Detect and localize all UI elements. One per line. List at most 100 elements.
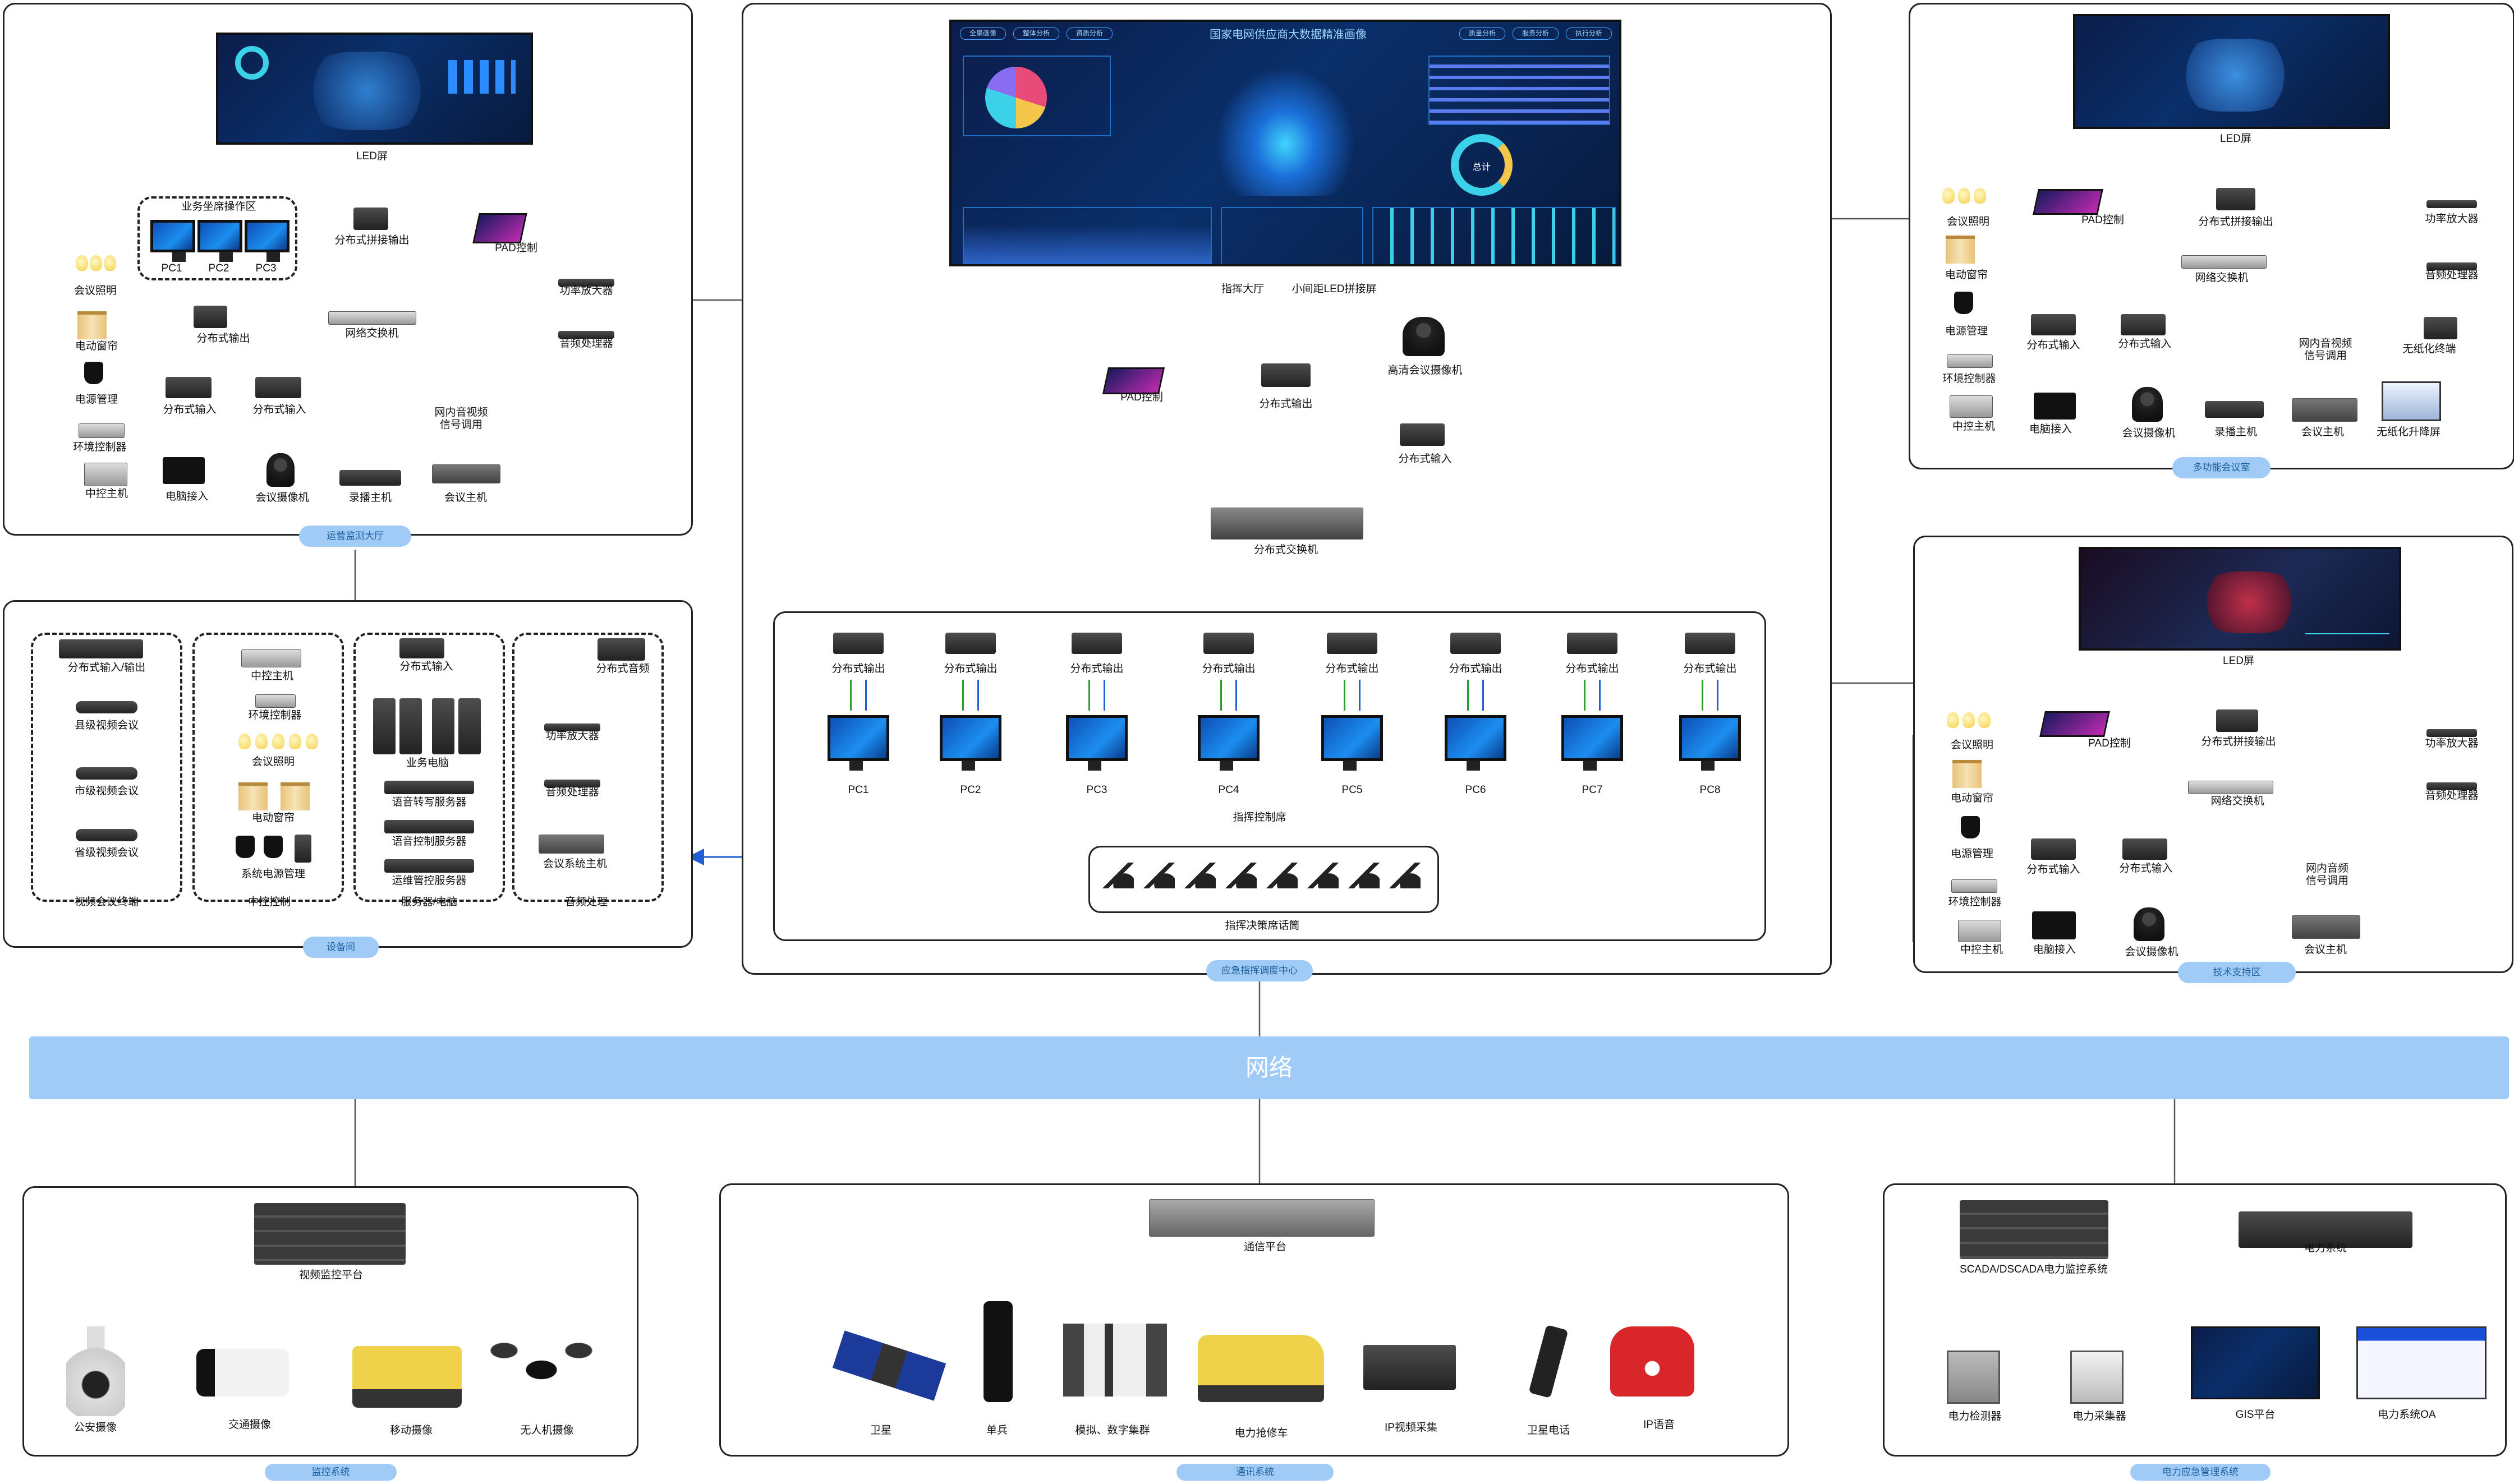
multi-meeting-host-label: 会议主机 (2301, 426, 2345, 438)
seat-arrow-icon (1702, 680, 1718, 711)
microphone-icon (1266, 863, 1298, 888)
power-system-tag: 电力应急管理系统 (2130, 1464, 2271, 1481)
tech-plug-icon (1961, 816, 1980, 838)
curtain-label: 电动窗帘 (75, 340, 118, 352)
light-icon-2 (90, 255, 102, 271)
seat-pc-monitor[interactable] (1561, 715, 1623, 771)
command-seats-label: 指挥控制席 (1233, 812, 1286, 823)
multi-pad-icon[interactable] (2033, 189, 2103, 215)
laptop-label: 电脑接入 (165, 491, 209, 503)
multi-paperless-device (2424, 317, 2457, 339)
biz-pc-label: 业务电脑 (406, 757, 449, 769)
tech-curtain-icon (1952, 760, 1982, 788)
tech-audio-device (2426, 782, 2477, 790)
decision-mics-box (1088, 846, 1439, 913)
pc2-label: PC2 (208, 262, 229, 274)
seat-pc-monitor[interactable] (940, 715, 1001, 771)
power-detector-label: 电力检测器 (1948, 1411, 2002, 1422)
equip-central-label: 中控主机 (250, 670, 294, 682)
multi-camera-label: 会议摄像机 (2122, 427, 2176, 439)
equip-audio-device (544, 780, 600, 787)
camera-icon (266, 453, 295, 487)
seat-pc-monitor[interactable] (828, 715, 889, 771)
voice-srv-label: 语音转写服务器 (392, 796, 467, 808)
multi-env-device (1947, 354, 1993, 368)
tech-light-icon-3 (1978, 712, 1991, 728)
equip-group-1-title: 视频会议终端 (74, 896, 139, 908)
city-label: 市级视频会议 (74, 785, 139, 797)
tab-right-2[interactable]: 服务分析 (1513, 27, 1559, 40)
seat-dist-out-device (1327, 633, 1377, 654)
seat-pc-monitor[interactable] (1321, 715, 1383, 771)
tab-left-2[interactable]: 整体分析 (1013, 27, 1059, 40)
multi-amp-label: 功率放大器 (2425, 213, 2479, 225)
seat-pc-label: PC2 (960, 784, 981, 796)
trunking-label: 模拟、数字集群 (1075, 1425, 1150, 1436)
center-pad-label: PAD控制 (1120, 391, 1163, 403)
tab-right-3[interactable]: 执行分析 (1566, 27, 1612, 40)
equip-dist-audio-device (598, 638, 645, 661)
tab-right-1[interactable]: 质量分析 (1459, 27, 1505, 40)
tech-laptop-label: 电脑接入 (2033, 944, 2076, 956)
multi-curtain-icon (1946, 236, 1975, 264)
ops-srv-label: 运维管控服务器 (392, 875, 467, 887)
seat-arrow-icon (850, 680, 867, 711)
province-terminal (76, 829, 137, 841)
equip-group-4-title: 音频处理 (564, 896, 608, 908)
police-cam-icon (66, 1326, 125, 1416)
tech-curtain-label: 电动窗帘 (1950, 792, 1994, 804)
equip-group-4 (512, 633, 664, 902)
tab-left-3[interactable]: 资质分析 (1067, 27, 1113, 40)
multi-curtain-label: 电动窗帘 (1945, 269, 1988, 281)
biz-pc-1 (373, 698, 396, 754)
tab-left-1[interactable]: 全景画像 (960, 27, 1006, 40)
tech-light-icon-2 (1963, 712, 1975, 728)
splice-output-device (353, 208, 388, 230)
seat-pc-monitor[interactable] (1066, 715, 1128, 771)
mobile-cam-icon (352, 1346, 462, 1408)
ops-srv-device (384, 859, 474, 873)
pad-icon[interactable] (472, 213, 527, 243)
oa-screen (2356, 1326, 2487, 1399)
biz-pc-2 (399, 698, 422, 754)
seat-pc-monitor[interactable] (1198, 715, 1260, 771)
microphone-icon (1184, 863, 1216, 888)
dash-donut-center: 总计 (1472, 163, 1491, 172)
traffic-cam-icon (196, 1349, 289, 1397)
multi-plug-icon (1954, 292, 1973, 314)
left-led-screen (216, 33, 533, 145)
dashboard-title-text: 国家电网供应商大数据精准画像 (1210, 29, 1367, 41)
env-controller-device (79, 423, 125, 438)
tech-central-label: 中控主机 (1960, 944, 2003, 956)
multi-pad-label: PAD控制 (2081, 214, 2124, 226)
seat-dist-out-label: 分布式输出 (1070, 663, 1124, 675)
equip-plug-icon-2 (264, 836, 283, 858)
tech-in2-device (2122, 838, 2167, 860)
multi-switch-device (2181, 255, 2267, 269)
dash-area-panel (963, 207, 1212, 264)
tech-pad-icon[interactable] (2039, 711, 2110, 737)
equip-env-device (255, 694, 296, 708)
seat-area-title: 业务坐席操作区 (181, 201, 256, 213)
recorder-device (339, 470, 401, 486)
center-dist-in-device (1400, 423, 1445, 446)
microphone-icon (1348, 863, 1380, 888)
seat-pc-monitor[interactable] (1445, 715, 1506, 771)
police-cam-label: 公安摄像 (73, 1422, 117, 1434)
dist-input-device-2 (255, 377, 301, 398)
center-dist-out-label: 分布式输出 (1259, 398, 1313, 410)
equipment-room-tag: 设备间 (303, 937, 379, 958)
multi-led-screen (2073, 14, 2390, 129)
dash-pie-panel (963, 56, 1111, 136)
center-pad-icon[interactable] (1102, 367, 1165, 394)
seat-pc-label: PC8 (1699, 784, 1721, 796)
equip-io-label: 分布式输入/输出 (67, 662, 146, 674)
equip-central-device (241, 649, 301, 667)
tech-camera-label: 会议摄像机 (2125, 946, 2179, 958)
sat-phone-label: 卫星电话 (1527, 1425, 1570, 1436)
equip-amp-label: 功率放大器 (545, 730, 599, 742)
multi-splice-device (2216, 188, 2255, 210)
seat-dist-out-device (1567, 633, 1617, 654)
equip-io-device (59, 639, 143, 658)
seat-pc-monitor[interactable] (1679, 715, 1741, 771)
